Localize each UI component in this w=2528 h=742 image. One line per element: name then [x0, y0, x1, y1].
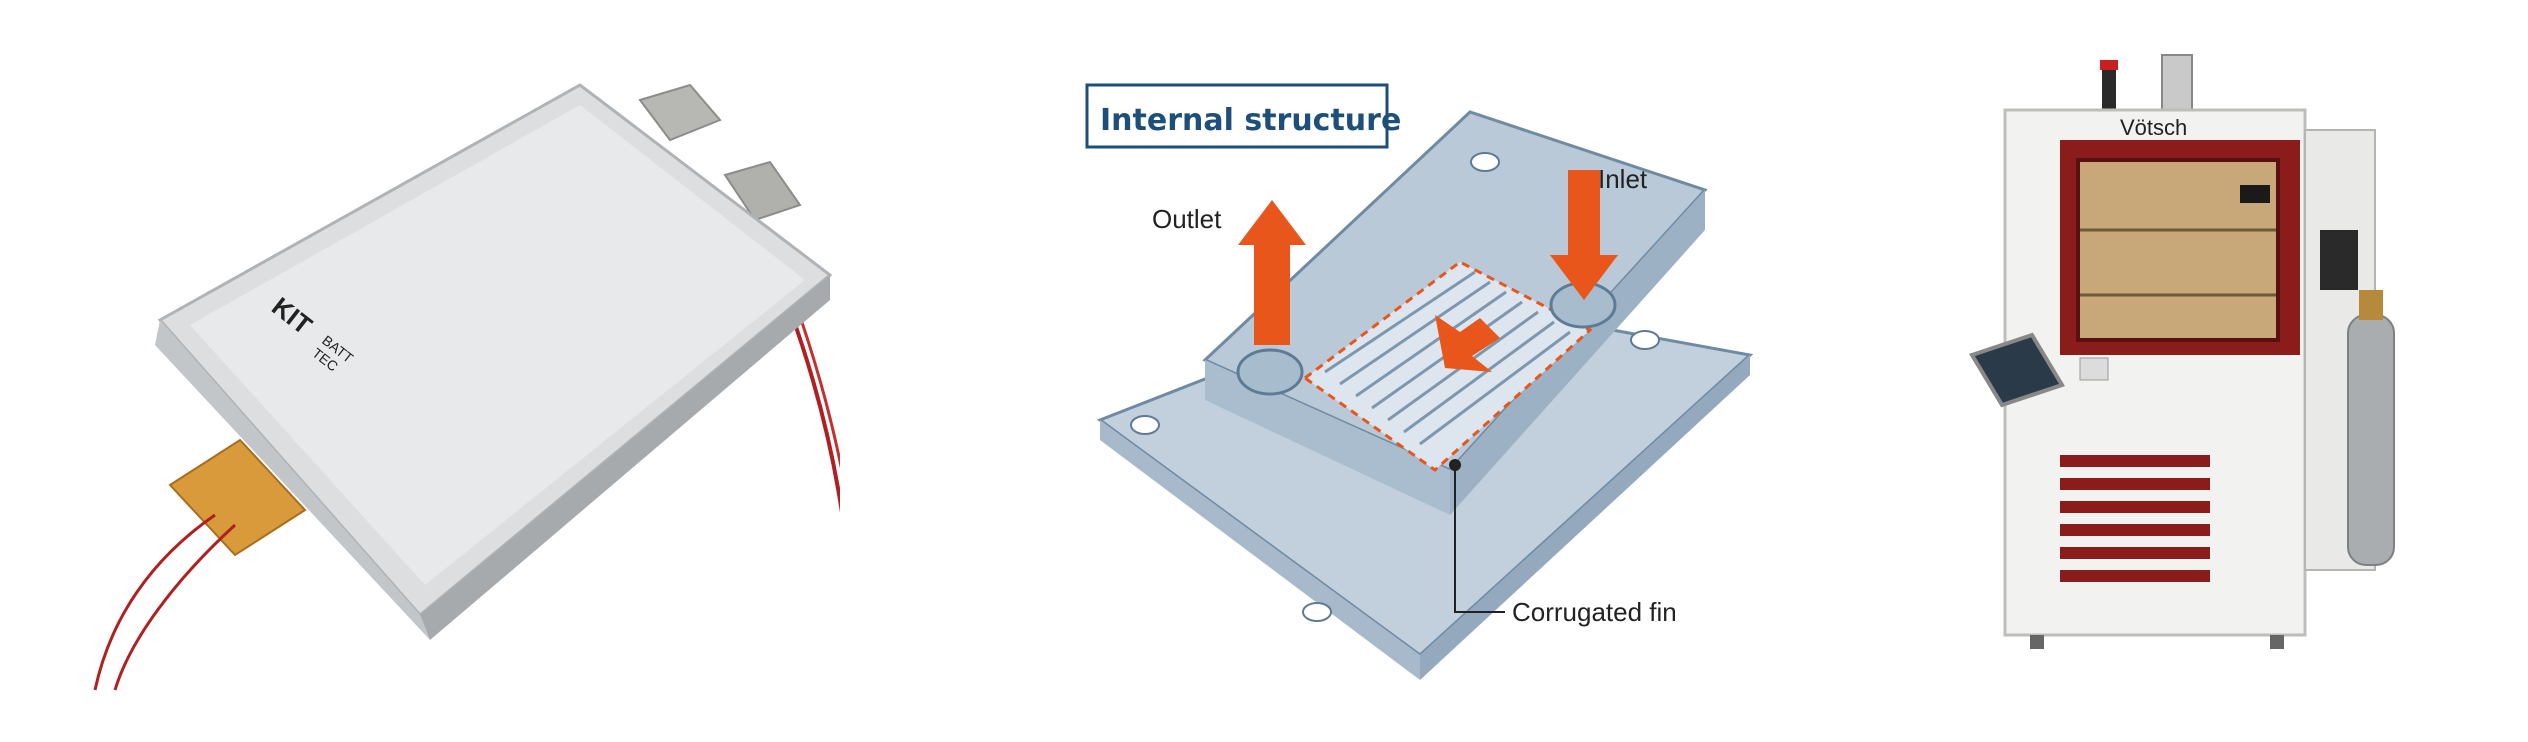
- kapton-tape: [168, 438, 307, 557]
- header-box: [1085, 83, 1389, 149]
- cylinder-valve: [2359, 290, 2383, 320]
- base-plate-edge-left: [1100, 420, 1420, 680]
- bolt-hole-3: [1470, 152, 1500, 172]
- display-panel: [2240, 185, 2270, 203]
- thermocouple-wire-right: [788, 309, 840, 513]
- thermocouple-wire-right-2: [794, 304, 840, 470]
- upper-block-front: [1450, 190, 1705, 515]
- outlet-port: [1236, 348, 1304, 396]
- pouch-cell-photo: KIT BATT TEC: [0, 0, 840, 742]
- pipe-fixture: [2161, 54, 2193, 111]
- touchscreen: [1969, 332, 2065, 408]
- bolt-hole-4: [1630, 330, 1660, 350]
- foot-left: [2030, 635, 2044, 649]
- base-plate-edge: [1420, 355, 1750, 680]
- fin-leader-line: [1454, 465, 1505, 613]
- vent-grille: [2060, 455, 2210, 582]
- thermocouple-wire-left-1: [93, 513, 216, 691]
- climate-chamber-photo: Vötsch: [1900, 0, 2528, 742]
- bolt-hole-1: [1130, 415, 1160, 435]
- pouch-left-side: [155, 320, 430, 640]
- flow-arrow: [1435, 315, 1500, 372]
- signal-tower: [2102, 60, 2116, 115]
- outlet-arrow: [1238, 200, 1306, 345]
- control-pad: [2079, 357, 2109, 381]
- foot-right: [2270, 635, 2284, 649]
- header-title: Internal structure: [1100, 103, 1401, 138]
- signal-tower-light: [2100, 60, 2118, 70]
- pouch-side-shadow: [420, 275, 830, 640]
- cell-tab-2: [723, 160, 802, 222]
- cell-tab-1: [638, 83, 722, 142]
- gas-cylinder: [2347, 314, 2395, 566]
- cooling-plate-diagram: Internal structure Out: [1040, 0, 1800, 742]
- thermocouple-wire-left-2: [113, 523, 237, 691]
- upper-block-left: [1205, 360, 1450, 515]
- brand-label: Vötsch: [2120, 115, 2187, 140]
- outlet-label: Outlet: [1152, 204, 1222, 234]
- fin-label: Corrugated fin: [1512, 597, 1677, 627]
- inlet-label: Inlet: [1598, 164, 1648, 194]
- bolt-hole-2: [1302, 602, 1332, 622]
- pouch-top-face: [190, 105, 805, 585]
- inlet-arrow: [1550, 170, 1618, 300]
- side-valve: [2320, 230, 2358, 290]
